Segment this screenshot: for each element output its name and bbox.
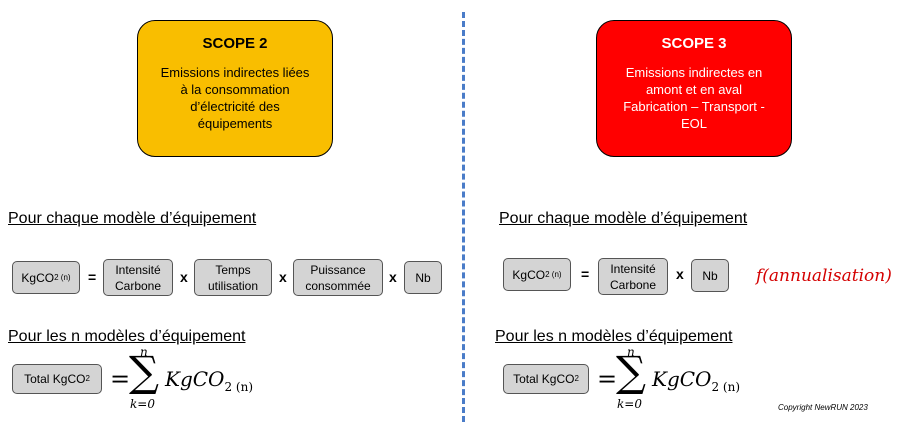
equals-sign: = — [88, 269, 97, 285]
sum-expression-subscript: 2 (n) — [224, 380, 253, 394]
total-kgco2-subscript: 2 — [574, 374, 579, 383]
sum-equals: = — [110, 365, 131, 393]
carbone-line: Carbone — [114, 278, 162, 293]
scope3-desc-line: Fabrication – Transport - — [623, 99, 765, 114]
kgco2-subscript: 2 (n) — [54, 272, 71, 282]
scope3-title: SCOPE 3 — [661, 35, 727, 52]
scope2-box: SCOPE 2 Emissions indirectes liées à la … — [137, 20, 333, 157]
right-heading-each-model: Pour chaque modèle d’équipement — [499, 210, 748, 227]
kgco2-label: KgCO — [512, 267, 546, 282]
puissance-line: Puissance — [310, 262, 366, 277]
scope2-desc-line: à la consommation — [180, 82, 290, 97]
scope3-desc-line: Emissions indirectes en — [625, 65, 763, 80]
copyright-text: Copyright NewRUN 2023 — [778, 403, 868, 412]
left-sum-formula: = n ∑ k=0 KgCO2 (n) — [110, 345, 253, 415]
scope2-desc-line: équipements — [197, 116, 273, 131]
left-heading-each-model: Pour chaque modèle d’équipement — [8, 210, 257, 227]
sum-expression: KgCO2 (n) — [652, 367, 740, 394]
sum-lower-bound: k=0 — [617, 397, 642, 411]
kgco2-label: KgCO — [21, 270, 55, 285]
annualisation-function: f(annualisation) — [756, 266, 892, 286]
right-heading-all-models: Pour les n modèles d’équipement — [495, 328, 733, 345]
sum-expression-subscript: 2 (n) — [711, 380, 740, 394]
consommee-line: consommée — [305, 278, 371, 293]
center-divider — [462, 12, 465, 422]
scope3-desc-line: amont et en aval — [645, 82, 743, 97]
scope2-description: Emissions indirectes liées à la consomma… — [138, 64, 332, 132]
sum-equals: = — [597, 365, 618, 393]
sum-expression: KgCO2 (n) — [165, 367, 253, 394]
sigma-symbol: ∑ — [129, 347, 159, 396]
nb-label: Nb — [702, 268, 718, 283]
sum-upper-bound: n — [627, 345, 635, 359]
equals-sign: = — [581, 266, 590, 282]
times-sign: x — [180, 269, 188, 285]
left-heading-all-models: Pour les n modèles d’équipement — [8, 328, 246, 345]
sigma-symbol: ∑ — [616, 347, 646, 396]
kgco2-subscript: 2 (n) — [545, 269, 562, 279]
right-sum-formula: = n ∑ k=0 KgCO2 (n) — [597, 345, 740, 415]
right-nb-box: Nb — [691, 259, 729, 292]
scope2-desc-line: Emissions indirectes liées — [160, 65, 310, 80]
scope3-box: SCOPE 3 Emissions indirectes en amont et… — [596, 20, 792, 157]
scope3-description: Emissions indirectes en amont et en aval… — [597, 64, 791, 132]
left-nb-box: Nb — [404, 261, 442, 294]
intensite-line: Intensité — [610, 261, 656, 276]
carbone-line: Carbone — [609, 277, 657, 292]
intensite-line: Intensité — [115, 262, 161, 277]
total-kgco2-label: Total KgCO — [513, 372, 575, 386]
utilisation-line: utilisation — [207, 278, 259, 293]
temps-line: Temps — [215, 262, 251, 277]
sum-upper-bound: n — [140, 345, 148, 359]
times-sign: x — [389, 269, 397, 285]
total-kgco2-subscript: 2 — [85, 374, 90, 383]
times-sign: x — [279, 269, 287, 285]
sum-expression-main: KgCO — [652, 367, 712, 391]
scope2-title: SCOPE 2 — [202, 35, 268, 52]
nb-label: Nb — [415, 270, 431, 285]
total-kgco2-label: Total KgCO — [24, 372, 86, 386]
scope2-desc-line: d’électricité des — [190, 99, 280, 114]
times-sign: x — [676, 266, 684, 282]
sum-expression-main: KgCO — [165, 367, 225, 391]
sum-lower-bound: k=0 — [130, 397, 155, 411]
scope3-desc-line: EOL — [680, 116, 707, 131]
